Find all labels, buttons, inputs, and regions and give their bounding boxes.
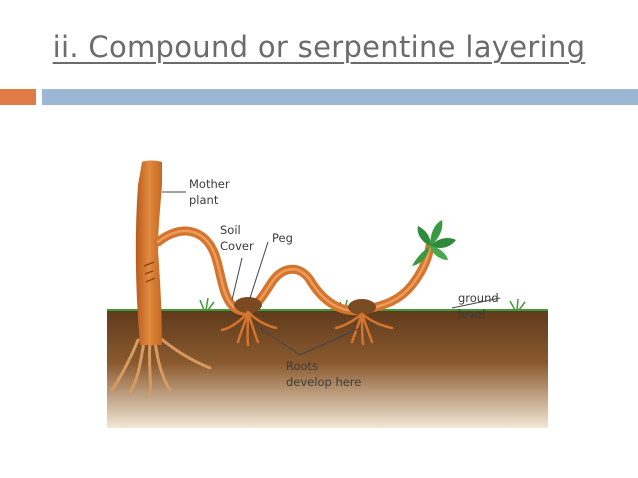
label-peg: Peg (272, 231, 293, 245)
soil-mound-1 (234, 297, 262, 313)
label-mother-plant-line2: plant (189, 193, 219, 207)
soil-mound-2 (348, 299, 376, 315)
label-roots-line1: Roots (286, 359, 318, 373)
label-ground-level-line2: level (458, 307, 485, 321)
label-mother-plant-line1: Mother (189, 177, 230, 191)
label-ground-level-line1: ground (458, 291, 499, 305)
label-soil-cover-line2: Cover (220, 239, 254, 253)
accent-bar-blue (42, 89, 638, 105)
label-soil-cover-line1: Soil (220, 223, 241, 237)
slide-title: ii. Compound or serpentine layering (0, 30, 638, 64)
label-roots-line2: develop here (286, 375, 361, 389)
accent-bar-orange (0, 89, 36, 105)
mother-plant-trunk (136, 161, 162, 346)
soil (107, 310, 548, 428)
serpentine-stem (158, 231, 430, 311)
serpentine-layering-diagram: Mother plant Soil Cover Peg ground level… (100, 150, 560, 440)
new-shoot-leaves (412, 220, 456, 266)
